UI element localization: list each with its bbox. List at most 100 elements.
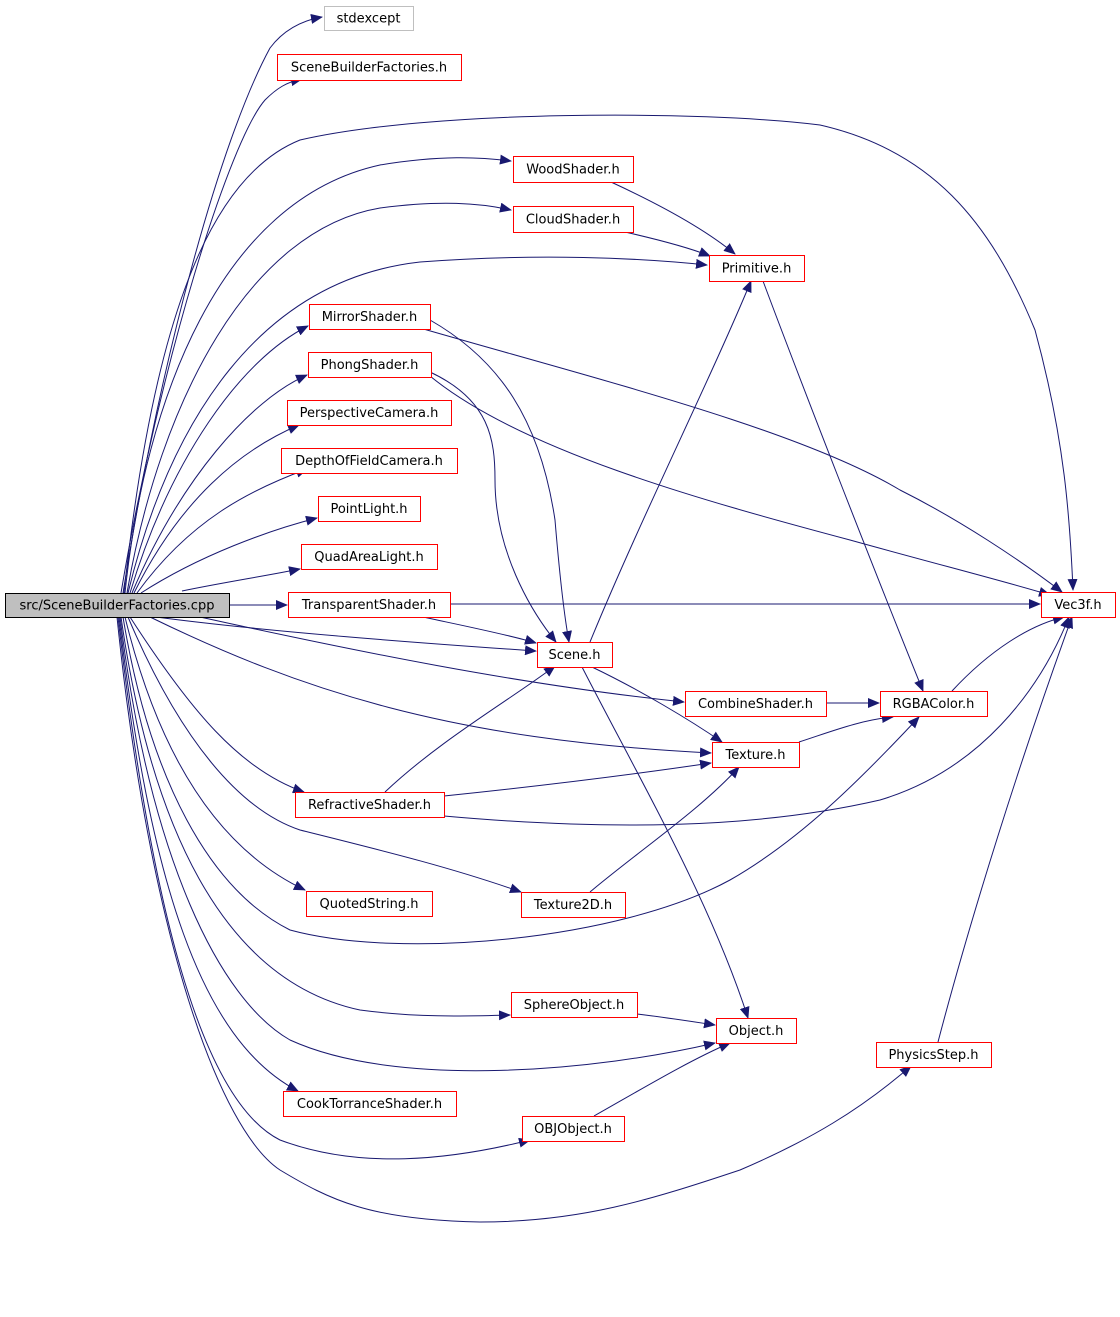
node-box: [308, 352, 432, 378]
edge-root-to-pointlight: [140, 515, 318, 594]
edge-objobject-to-object: [593, 1042, 731, 1117]
node-label: CombineShader.h: [698, 697, 813, 712]
node-rgba[interactable]: RGBAColor.h: [880, 691, 988, 717]
node-box: [301, 544, 438, 570]
node-label: DepthOfFieldCamera.h: [295, 454, 443, 469]
edge-root-to-physics: [116, 616, 912, 1223]
node-texture[interactable]: Texture.h: [712, 742, 800, 768]
node-phong[interactable]: PhongShader.h: [308, 352, 432, 378]
node-box: [716, 1018, 797, 1044]
node-sbf_h[interactable]: SceneBuilderFactories.h: [277, 54, 462, 81]
node-cloud[interactable]: CloudShader.h: [513, 206, 634, 233]
node-label: TransparentShader.h: [301, 598, 436, 613]
node-box: [876, 1042, 992, 1068]
node-objobject[interactable]: OBJObject.h: [522, 1116, 625, 1142]
node-box: [521, 892, 626, 918]
node-label: PhongShader.h: [321, 358, 419, 373]
node-vec3f[interactable]: Vec3f.h: [1041, 592, 1116, 618]
node-dof[interactable]: DepthOfFieldCamera.h: [281, 448, 458, 474]
node-combine[interactable]: CombineShader.h: [685, 691, 827, 717]
edge-scene-to-object: [581, 666, 750, 1019]
node-box: [318, 496, 421, 522]
node-label: Primitive.h: [722, 262, 792, 277]
edge-root-to-dof: [136, 468, 308, 594]
node-label: SphereObject.h: [524, 998, 625, 1013]
node-label: PointLight.h: [330, 502, 407, 517]
node-cooktorrance[interactable]: CookTorranceShader.h: [283, 1091, 457, 1117]
edge-wood-to-primitive: [610, 181, 736, 255]
node-label: src/SceneBuilderFactories.cpp: [20, 599, 215, 614]
edge-root-to-primitive: [127, 256, 708, 594]
edge-refractive-to-texture: [443, 759, 712, 797]
node-physics[interactable]: PhysicsStep.h: [876, 1042, 992, 1068]
edge-root-to-scene: [155, 616, 537, 656]
edge-phong-to-scene: [429, 371, 557, 643]
edge-root-to-mirror: [129, 325, 309, 594]
node-label: SceneBuilderFactories.h: [291, 61, 447, 76]
node-box: [537, 642, 613, 668]
node-box: [5, 593, 230, 618]
node-label: PhysicsStep.h: [888, 1048, 978, 1063]
node-quadlight[interactable]: QuadAreaLight.h: [301, 544, 438, 570]
node-label: Object.h: [729, 1024, 784, 1039]
node-box: [1041, 592, 1116, 618]
node-box: [324, 6, 414, 31]
edge-root-to-wood: [124, 154, 512, 594]
edge-scene-to-primitive: [589, 280, 752, 643]
edge-root-to-rgba: [122, 616, 920, 945]
edge-root-to-persp: [133, 424, 300, 594]
node-transparent[interactable]: TransparentShader.h: [288, 592, 451, 618]
node-box: [281, 448, 458, 474]
edge-scene-to-texture: [591, 666, 723, 743]
edge-primitive-to-rgba: [762, 280, 924, 692]
edge-root-to-sphere: [120, 616, 511, 1021]
node-box: [309, 304, 431, 330]
node-label: RefractiveShader.h: [308, 798, 431, 813]
node-box: [288, 592, 451, 618]
node-object[interactable]: Object.h: [716, 1018, 797, 1044]
node-wood[interactable]: WoodShader.h: [513, 156, 634, 183]
edge-transparent-to-scene: [422, 616, 537, 645]
node-label: stdexcept: [337, 12, 401, 27]
edge-texture2d-to-texture: [589, 766, 740, 893]
node-box: [287, 400, 452, 426]
edge-mirror-to-vec3f: [419, 327, 1063, 593]
node-scene[interactable]: Scene.h: [537, 642, 613, 668]
node-label: CloudShader.h: [526, 213, 620, 228]
node-label: PerspectiveCamera.h: [300, 406, 439, 421]
edge-root-to-cloud: [126, 202, 512, 594]
edge-root-to-quoted: [124, 616, 306, 891]
edge-root-to-phong: [131, 374, 308, 594]
node-label: Texture.h: [725, 748, 786, 763]
edge-texture-to-rgba: [798, 713, 894, 743]
node-pointlight[interactable]: PointLight.h: [318, 496, 421, 522]
node-stdexcept[interactable]: stdexcept: [324, 6, 414, 31]
node-label: MirrorShader.h: [322, 310, 418, 325]
node-box: [522, 1116, 625, 1142]
node-box: [709, 255, 805, 282]
node-mirror[interactable]: MirrorShader.h: [309, 304, 431, 330]
edge-root-to-objobject: [117, 616, 531, 1160]
node-box: [306, 891, 433, 917]
edge-root-to-texture: [149, 616, 712, 758]
node-primitive[interactable]: Primitive.h: [709, 255, 805, 282]
node-texture2d[interactable]: Texture2D.h: [521, 892, 626, 918]
node-persp[interactable]: PerspectiveCamera.h: [287, 400, 452, 426]
node-box: [511, 992, 638, 1018]
edge-mirror-to-scene: [429, 319, 572, 643]
node-box: [283, 1091, 457, 1117]
node-box: [880, 691, 988, 717]
edge-refractive-to-vec3f: [443, 616, 1070, 826]
node-sphere[interactable]: SphereObject.h: [511, 992, 638, 1018]
node-box: [295, 792, 445, 818]
edge-root-to-vec3f: [123, 114, 1078, 594]
edge-sphere-to-object: [636, 1013, 716, 1029]
node-label: QuotedString.h: [320, 897, 419, 912]
node-quoted[interactable]: QuotedString.h: [306, 891, 433, 917]
edge-root-to-object: [119, 616, 716, 1072]
node-root[interactable]: src/SceneBuilderFactories.cpp: [5, 593, 230, 618]
edge-root-to-sbf_h: [120, 76, 303, 594]
node-refractive[interactable]: RefractiveShader.h: [295, 792, 445, 818]
node-label: RGBAColor.h: [893, 697, 975, 712]
node-label: Scene.h: [548, 648, 600, 663]
